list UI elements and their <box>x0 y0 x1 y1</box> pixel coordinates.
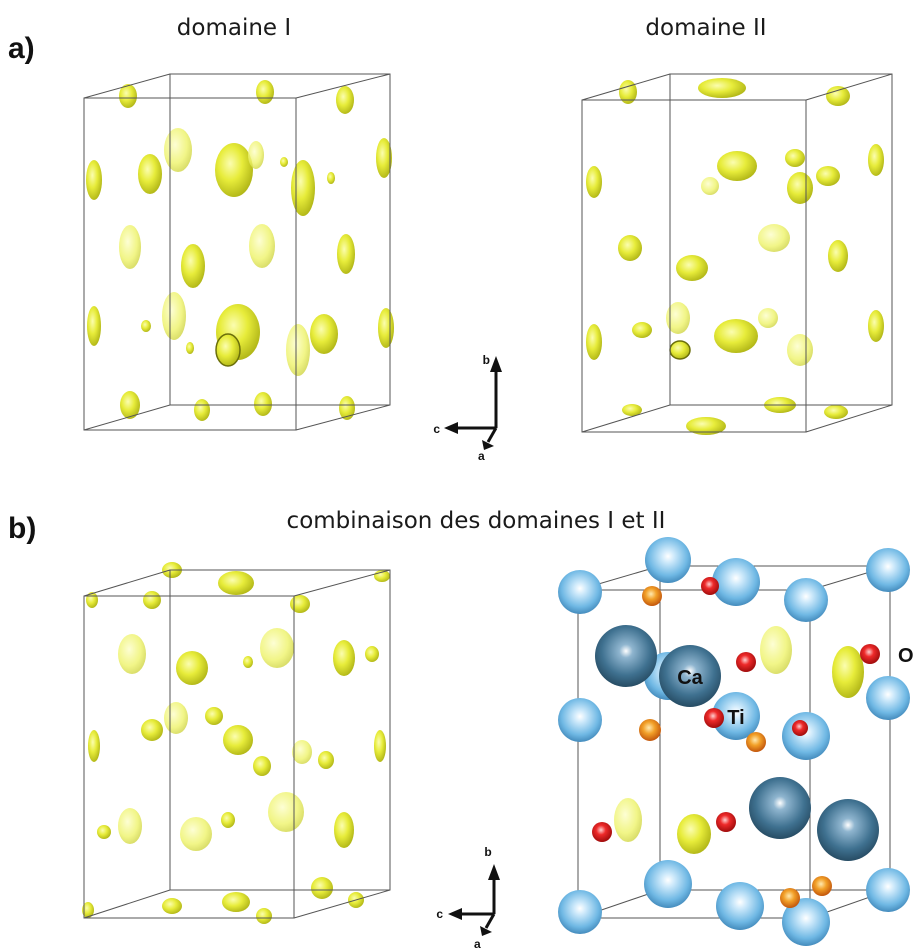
unit-cell-domain-2 <box>581 73 893 435</box>
unit-cell-combined <box>82 562 391 924</box>
cell-edges-domain-2 <box>581 73 893 433</box>
unit-cell-domain-1 <box>83 73 394 431</box>
panel-b-title: combinaison des domaines I et II <box>287 508 666 534</box>
axis-label-c: c <box>433 422 440 436</box>
atom-label-o: O <box>898 645 914 667</box>
ca-atoms <box>595 625 879 861</box>
panel-a-title-left: domaine I <box>177 15 291 41</box>
isosurface-crystal <box>614 626 864 854</box>
crystal-structure: Ca Ti O <box>558 537 914 946</box>
axis-label-b-bottom: b <box>484 845 491 859</box>
isosurface-domain-1 <box>86 80 394 421</box>
atom-label-ti: Ti <box>727 707 744 729</box>
cell-edges-crystal <box>577 565 891 919</box>
axis-label-b: b <box>483 353 490 367</box>
axis-label-a-bottom: a <box>474 937 481 951</box>
o-atoms <box>592 577 880 908</box>
axes-indicator-top: b c a <box>433 353 502 463</box>
cell-edges-domain-1 <box>83 73 391 431</box>
axis-label-c-bottom: c <box>436 907 443 921</box>
atom-label-ca: Ca <box>677 667 703 689</box>
panel-b-letter: b) <box>8 512 36 545</box>
axis-label-a: a <box>478 449 485 463</box>
isosurface-combined <box>82 562 390 924</box>
panel-a-title-right: domaine II <box>645 15 766 41</box>
cell-edges-combined <box>83 569 391 919</box>
isosurface-domain-2 <box>586 78 884 435</box>
ti-atoms <box>558 537 910 946</box>
axes-indicator-bottom: b c a <box>436 845 500 951</box>
panel-a-letter: a) <box>8 32 35 65</box>
